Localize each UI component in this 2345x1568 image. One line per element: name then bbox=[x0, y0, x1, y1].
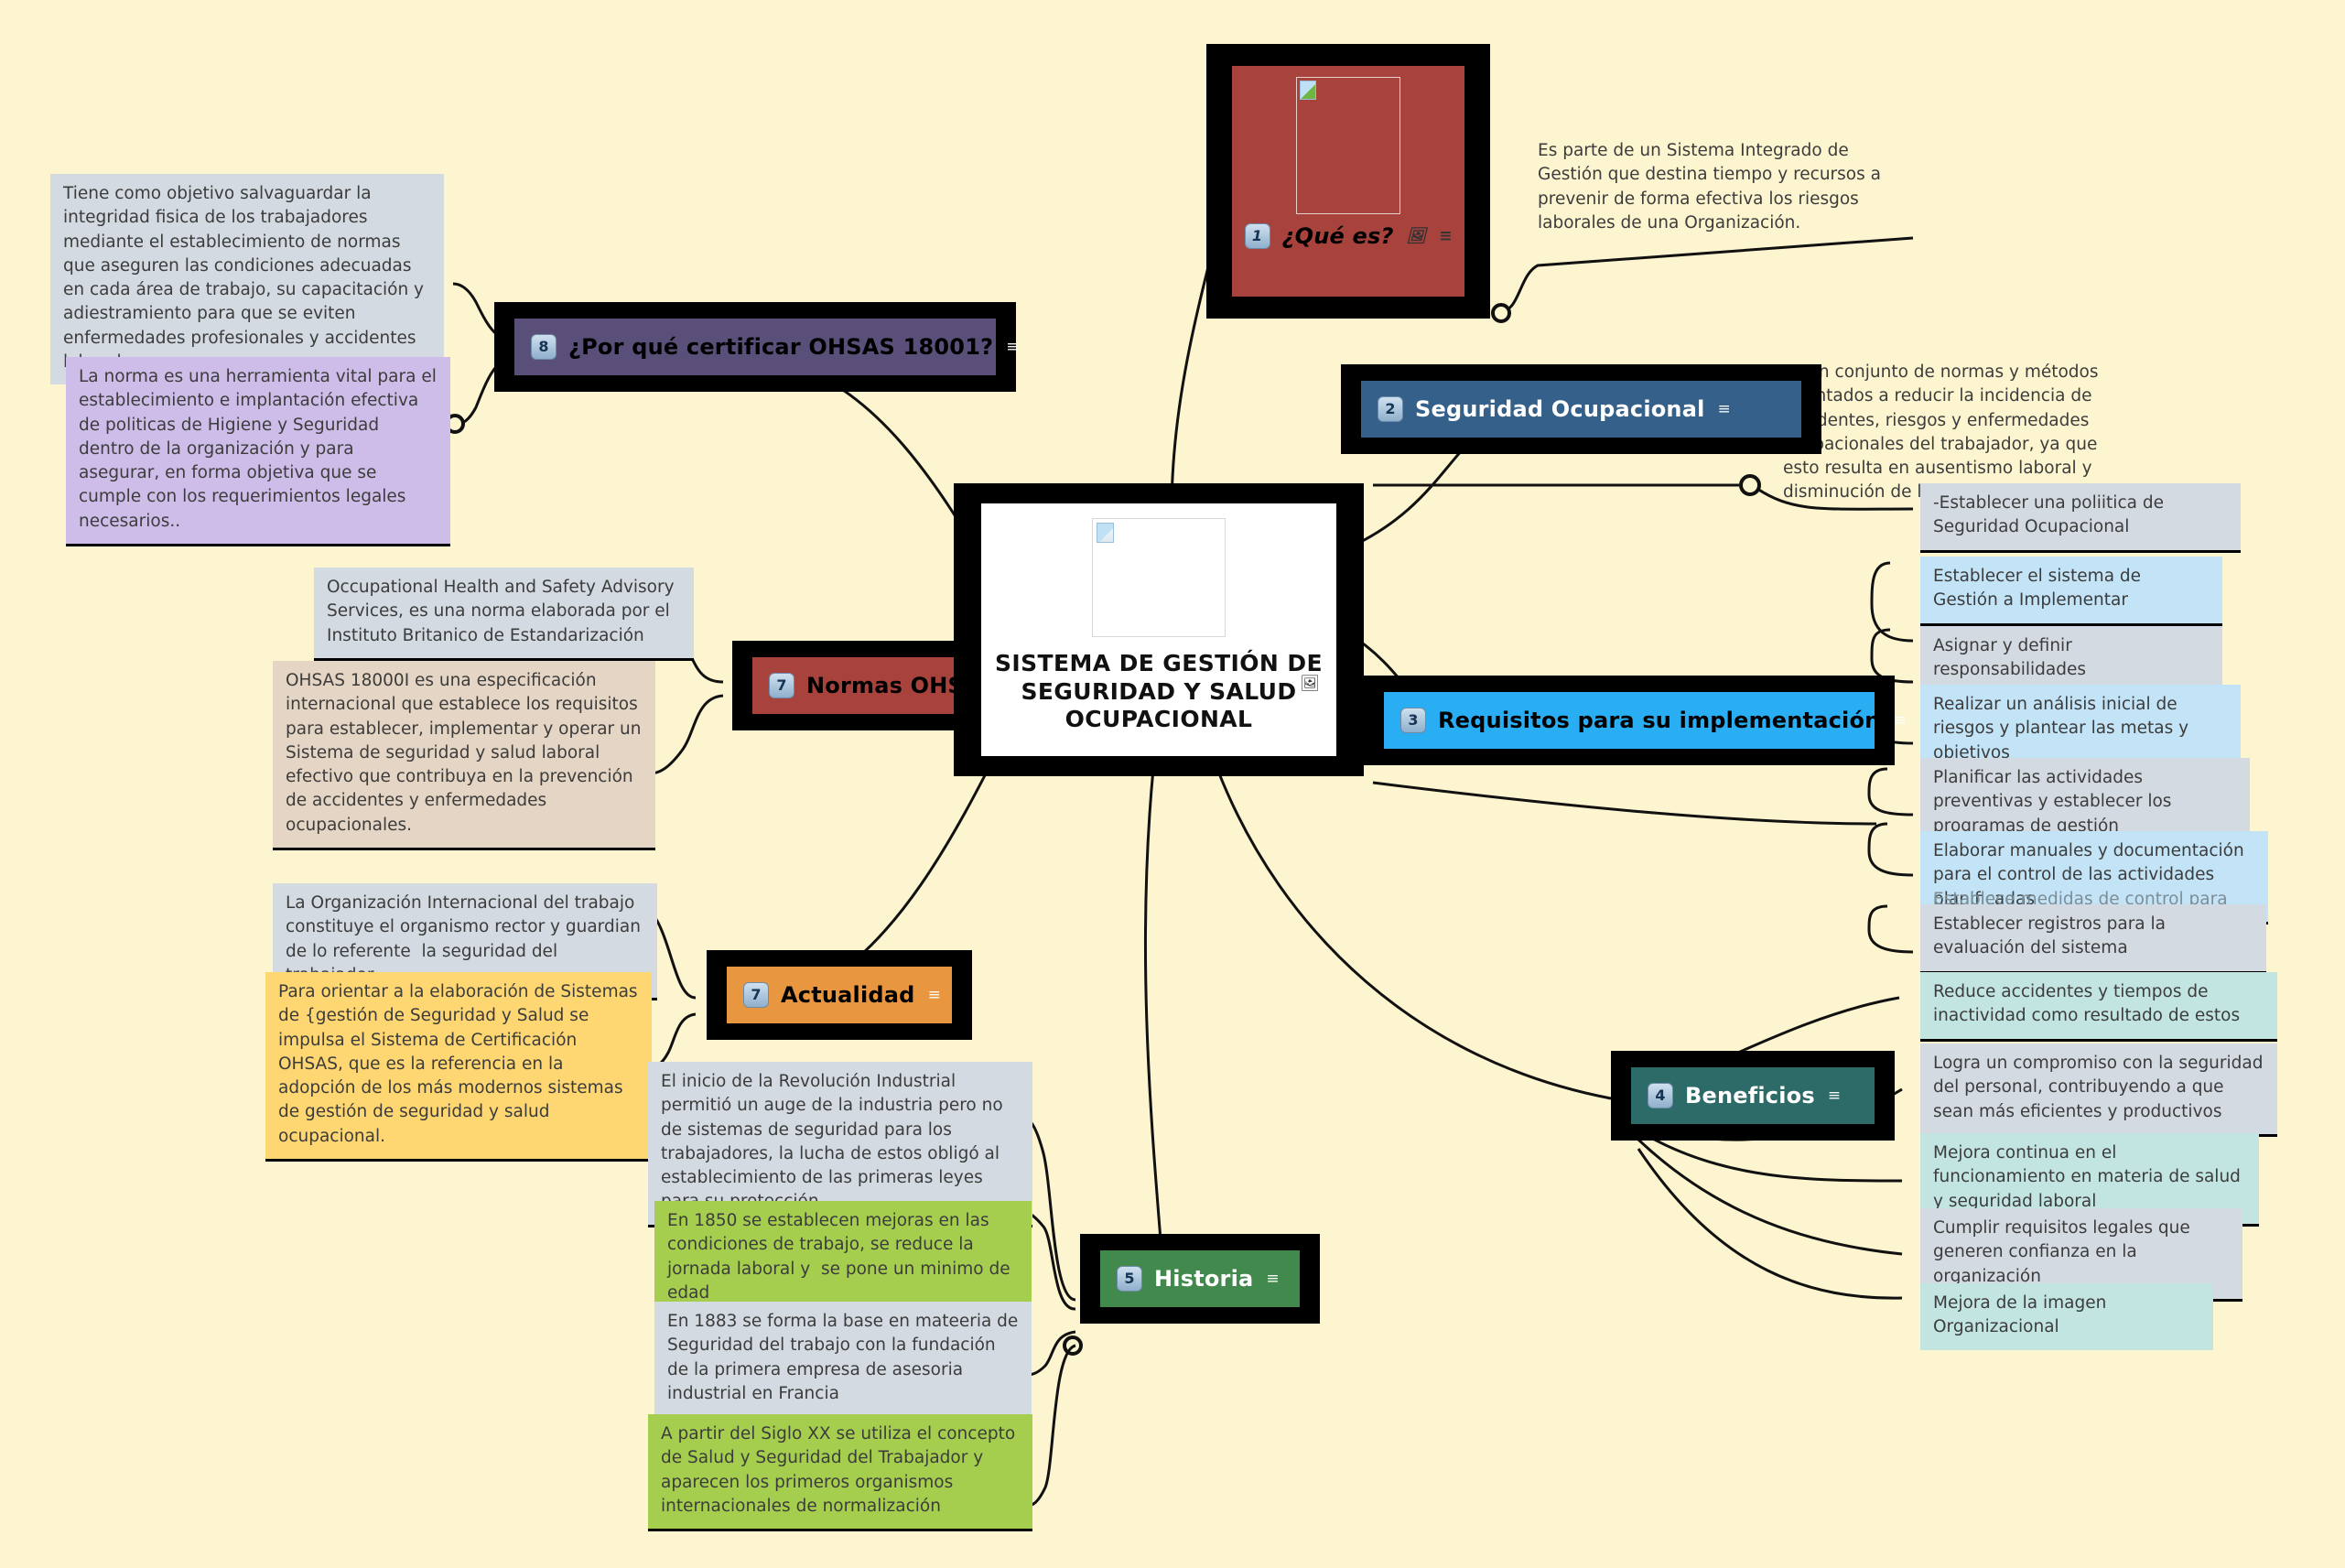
node-label-que-es: ¿Qué es? bbox=[1281, 223, 1394, 249]
leaf-actualidad-2: Para orientar a la elaboración de Sistem… bbox=[265, 972, 652, 1162]
node-badge: 1 bbox=[1244, 223, 1270, 249]
node-historia[interactable]: 5 Historia ≡ bbox=[1080, 1234, 1320, 1324]
node-badge: 7 bbox=[743, 982, 769, 1008]
node-badge: 8 bbox=[531, 334, 557, 360]
leaf-actualidad-1: La Organización Internacional del trabaj… bbox=[273, 883, 657, 1001]
central-title: SISTEMA DE GESTIÓN DE SEGURIDAD Y SALUD … bbox=[995, 650, 1323, 732]
note-add-icon[interactable]: ≡ bbox=[1266, 1269, 1280, 1288]
node-badge: 7 bbox=[769, 673, 794, 698]
node-requisitos[interactable]: 3 Requisitos para su implementación ≡ bbox=[1364, 676, 1907, 765]
node-actualidad[interactable]: 7 Actualidad ≡ bbox=[707, 950, 972, 1040]
leaf-beneficio: Logra un compromiso con la seguridad del… bbox=[1920, 1044, 2277, 1137]
note-add-icon[interactable]: ≡ bbox=[1827, 1086, 1842, 1105]
node-label-beneficios: Beneficios bbox=[1685, 1083, 1815, 1108]
node-badge: 2 bbox=[1378, 396, 1403, 422]
node-central[interactable]: SISTEMA DE GESTIÓN DE SEGURIDAD Y SALUD … bbox=[954, 483, 1364, 776]
note-add-icon[interactable]: ≡ bbox=[927, 985, 941, 1004]
note-add-icon[interactable]: ≡ bbox=[1439, 226, 1453, 245]
leaf-requisito: Establecer el sistema de Gestión a Imple… bbox=[1920, 557, 2222, 626]
leaf-normas-1: Occupational Health and Safety Advisory … bbox=[314, 568, 694, 661]
leaf-normas-2: OHSAS 18000I es una especificación inter… bbox=[273, 661, 655, 850]
node-label-historia: Historia bbox=[1154, 1266, 1254, 1292]
node-beneficios[interactable]: 4 Beneficios ≡ bbox=[1611, 1051, 1895, 1141]
leaf-requisito: Asignar y definir responsabilidades bbox=[1920, 626, 2222, 696]
leaf-por-que-1: Tiene como objetivo salvaguardar la inte… bbox=[50, 174, 444, 385]
leaf-historia: El inicio de la Revolución Industrial pe… bbox=[648, 1062, 1032, 1227]
leaf-requisito-occluded: Establece medidas de control para bbox=[1933, 890, 2228, 909]
leaf-requisito: Establecer registros para la evaluación … bbox=[1920, 904, 2266, 974]
image-placeholder-icon bbox=[1092, 518, 1226, 637]
node-label-seguridad-ocupacional: Seguridad Ocupacional bbox=[1415, 396, 1705, 422]
leaf-por-que-2: La norma es una herramienta vital para e… bbox=[66, 357, 450, 546]
node-badge: 4 bbox=[1648, 1083, 1673, 1108]
leaf-beneficio: Mejora de la imagen Organizacional bbox=[1920, 1283, 2213, 1350]
note-add-icon[interactable]: ≡ bbox=[1717, 399, 1731, 418]
leaf-beneficio: Reduce accidentes y tiempos de inactivid… bbox=[1920, 972, 2277, 1042]
leaf-requisito: -Establecer una poliitica de Seguridad O… bbox=[1920, 483, 2241, 553]
node-label-actualidad: Actualidad bbox=[781, 982, 915, 1008]
image-placeholder-icon bbox=[1296, 77, 1400, 214]
node-badge: 5 bbox=[1117, 1266, 1142, 1292]
node-badge: 3 bbox=[1400, 708, 1426, 733]
node-por-que-certificar[interactable]: 8 ¿Por qué certificar OHSAS 18001? ≡ bbox=[494, 302, 1020, 392]
node-que-es[interactable]: 1 ¿Qué es? 🖼 ≡ bbox=[1206, 44, 1490, 319]
node-label-por-que-certificar: ¿Por qué certificar OHSAS 18001? bbox=[568, 334, 994, 360]
leaf-que-es-1: Es parte de un Sistema Integrado de Gest… bbox=[1538, 141, 1886, 232]
image-icon[interactable]: 🖼 bbox=[1300, 675, 1320, 693]
note-add-icon[interactable]: ≡ bbox=[1006, 337, 1020, 356]
image-icon[interactable]: 🖼 bbox=[1406, 226, 1427, 245]
node-seguridad-ocupacional[interactable]: 2 Seguridad Ocupacional ≡ bbox=[1341, 364, 1821, 454]
leaf-historia: En 1883 se forma la base en mateeria de … bbox=[654, 1302, 1032, 1420]
leaf-historia: A partir del Siglo XX se utiliza el conc… bbox=[648, 1414, 1032, 1532]
note-add-icon[interactable]: ≡ bbox=[1893, 710, 1907, 730]
leaf-historia: En 1850 se establecen mejoras en las con… bbox=[654, 1201, 1032, 1319]
node-label-requisitos: Requisitos para su implementación bbox=[1438, 708, 1881, 733]
